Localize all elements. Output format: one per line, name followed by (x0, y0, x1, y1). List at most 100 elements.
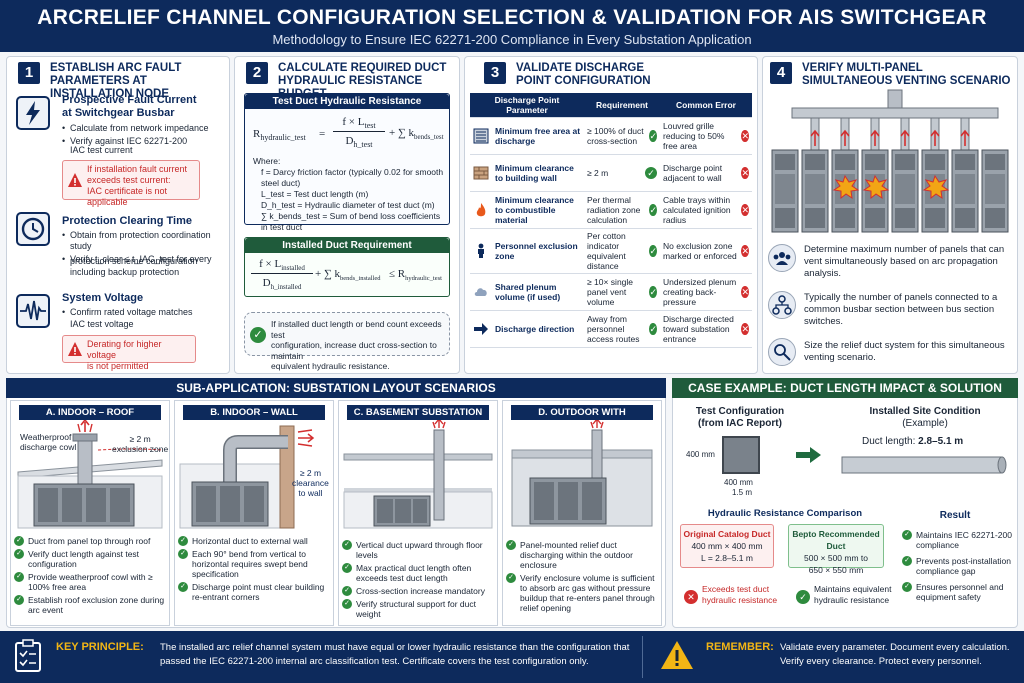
step-number-3: 3 (484, 62, 506, 84)
check-icon: ✓ (250, 327, 266, 343)
switchgear-panel (951, 149, 979, 233)
scenario-d-checks: Panel-mounted relief duct discharging wi… (506, 540, 660, 616)
brick-wall-icon (473, 166, 489, 180)
vent-pipe (930, 117, 940, 151)
voltage-cont: IAC test voltage (70, 319, 134, 329)
clearing-time-title: Protection Clearing Time (62, 215, 192, 227)
test-duct-box: Test Duct Hydraulic Resistance Rhydrauli… (244, 93, 450, 232)
waveform-icon (16, 294, 50, 328)
vent-pipe (960, 117, 970, 151)
x-icon: ✕ (741, 323, 749, 335)
switchgear-panel (861, 149, 890, 233)
scenario-b-title: B. INDOOR – WALL DISCHARGE (183, 405, 325, 433)
x-icon: ✕ (741, 204, 749, 216)
x-icon: ✕ (684, 590, 698, 604)
vent-pipe (870, 117, 880, 151)
table-row: Minimum clearance to combustible materia… (470, 191, 752, 229)
check-icon: ✓ (649, 204, 657, 216)
duct-length-label: Duct length: 2.8–5.1 m (862, 436, 964, 447)
step-number-4: 4 (770, 62, 792, 84)
scenario-b-checks: Horizontal duct to external wall Each 90… (178, 536, 332, 605)
scenario-a-checks: Duct from panel top through roof Verify … (14, 536, 168, 618)
page-title: ARCRELIEF CHANNEL CONFIGURATION SELECTIO… (37, 6, 987, 29)
switchgear-panel (981, 149, 1009, 233)
check-icon: ✓ (649, 130, 657, 142)
test-duct-square (722, 436, 760, 474)
header: ARCRELIEF CHANNEL CONFIGURATION SELECTIO… (0, 0, 1024, 52)
where-list: Where: f = Darcy friction factor (typica… (253, 156, 444, 232)
switchgear-panel (891, 149, 919, 233)
s4-para-3: Size the relief duct system for this sim… (804, 340, 1005, 363)
footer (0, 631, 1024, 683)
check-icon: ✓ (796, 590, 810, 604)
key-principle-label: KEY PRINCIPLE: (56, 641, 144, 653)
step-number-2: 2 (246, 62, 268, 84)
warning-icon (68, 342, 82, 356)
remember-text: Validate every parameter. Document every… (780, 642, 1010, 667)
switchgear-panel (831, 149, 860, 233)
scenario-d-illustration (511, 420, 653, 527)
arrow-right-icon (474, 323, 488, 335)
flame-icon (476, 203, 486, 217)
switchgear-panel (921, 149, 950, 233)
check-icon: ✓ (649, 245, 657, 257)
explosion-icon (832, 174, 860, 200)
vent-pipe (840, 117, 850, 151)
search-gear-icon (768, 338, 796, 366)
remember-label: REMEMBER: (706, 641, 774, 653)
installed-duct-bar: Installed Duct Requirement (245, 238, 449, 253)
formula-installed: f × Linstalled Dh_installed + ∑ kbends_i… (251, 258, 449, 296)
clock-icon (16, 212, 50, 246)
x-icon: ✕ (741, 286, 749, 298)
hrc-title: Hydraulic Resistance Comparison (707, 508, 863, 519)
step-number-1: 1 (18, 62, 40, 84)
test-config-label: Test Configuration(from IAC Report) (695, 406, 785, 429)
table-row: Minimum clearance to building wall≥ 2 m✓… (470, 154, 752, 192)
page-subtitle: Methodology to Ensure IEC 62271-200 Comp… (272, 32, 752, 47)
explosion-icon (862, 174, 890, 200)
check-icon: ✓ (645, 167, 657, 179)
check-icon: ✓ (649, 286, 657, 298)
x-icon: ✕ (741, 245, 749, 257)
test-duct-bar: Test Duct Hydraulic Resistance (245, 94, 449, 109)
s4-para-1: Determine maximum number of panels that … (804, 244, 1005, 279)
voltage-bullets: Confirm rated voltage matches (62, 307, 222, 320)
arrow-right-icon (796, 447, 821, 463)
fault-current-bullets: Calculate from network impedanceVerify a… (62, 123, 226, 149)
sub-application-title: SUB-APPLICATION: SUBSTATION LAYOUT SCENA… (6, 378, 666, 398)
scenario-a-title: A. INDOOR – ROOF DISCHARGE (19, 405, 161, 433)
duct-note: ✓ If installed duct length or bend count… (244, 312, 450, 371)
s4-para-2: Typically the number of panels connected… (804, 292, 998, 327)
scenario-b-illustration (179, 425, 315, 529)
check-icon: ✓ (649, 323, 657, 335)
scenario-c-title: C. BASEMENT SUBSTATION (347, 405, 489, 420)
col-header-requirement: Requirement (584, 93, 660, 118)
fault-current-bullet-cont: IAC test current (70, 145, 133, 155)
vent-pipe (900, 117, 910, 151)
multi-panel-illustration (771, 89, 1009, 233)
installed-duct-box: Installed Duct Requirement f × Linstalle… (244, 237, 450, 297)
installed-label: Installed Site Condition(Example) (869, 406, 981, 429)
dim-400-h: 400 mm (724, 478, 753, 487)
table-row: Minimum free area at discharge≥ 100% of … (470, 117, 752, 155)
switchgear-panel (771, 149, 799, 233)
hierarchy-icon (768, 291, 796, 319)
case-title: CASE EXAMPLE: DUCT LENGTH IMPACT & SOLUT… (672, 378, 1018, 398)
explosion-icon (922, 174, 950, 200)
warning-icon (661, 641, 693, 669)
dim-1-5: 1.5 m (732, 488, 753, 497)
x-icon: ✕ (741, 167, 749, 179)
